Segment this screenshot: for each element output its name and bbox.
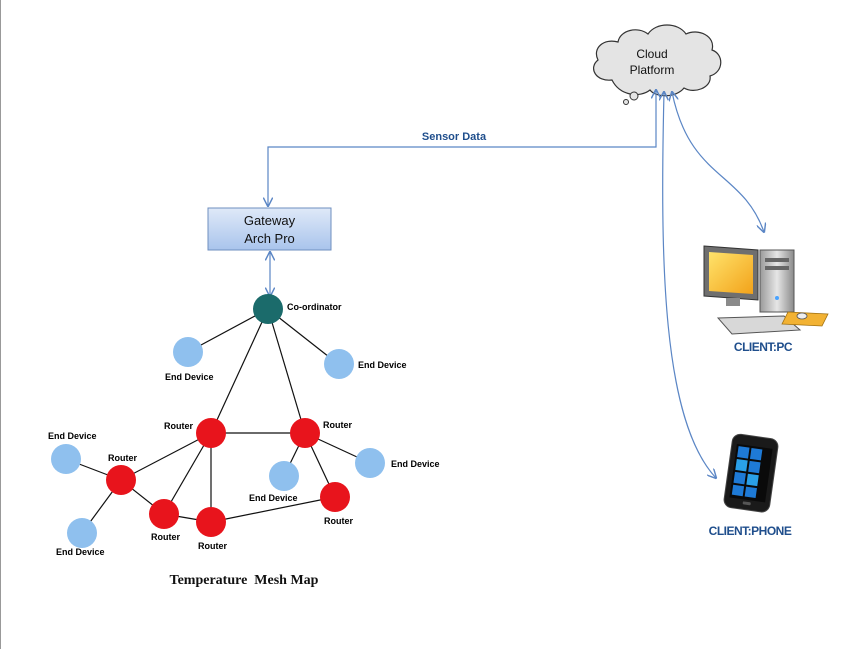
- end-device-label: End Device: [249, 493, 298, 503]
- router-label: Router: [164, 421, 193, 431]
- end-device-label: End Device: [165, 372, 214, 382]
- gateway-box: Gateway Arch Pro: [207, 207, 332, 251]
- pc-client-label: CLIENT:PC: [734, 340, 793, 354]
- mesh-link: [267, 308, 306, 434]
- router-node: [320, 482, 350, 512]
- router-label: Router: [108, 453, 137, 463]
- sensor-data-label: Sensor Data: [422, 131, 487, 143]
- cloud-tail-bubble-small: [623, 99, 629, 105]
- end-device-label: End Device: [358, 360, 407, 370]
- mesh-link: [187, 308, 269, 353]
- mesh-link: [210, 308, 269, 434]
- end-device-label: End Device: [391, 459, 440, 469]
- router-label: Router: [323, 420, 352, 430]
- end-device-node: [355, 448, 385, 478]
- router-node: [196, 507, 226, 537]
- gateway-label-line1: Gateway: [244, 213, 296, 228]
- mesh-link: [163, 432, 212, 515]
- end-device-node: [269, 461, 299, 491]
- end-device-label: End Device: [56, 547, 105, 557]
- end-device-node: [173, 337, 203, 367]
- smartphone-icon: [723, 433, 779, 513]
- coordinator-node: [253, 294, 283, 324]
- phone-client-label: CLIENT:PHONE: [709, 524, 792, 538]
- mesh-link: [210, 496, 336, 523]
- router-label: Router: [151, 532, 180, 542]
- router-node: [149, 499, 179, 529]
- gateway-label-line2: Arch Pro: [244, 231, 295, 246]
- end-device-node: [51, 444, 81, 474]
- mesh-link: [120, 432, 212, 481]
- end-device-label: End Device: [48, 431, 97, 441]
- pc-client: CLIENT:PC: [703, 245, 829, 354]
- sensor-data-connector: Sensor Data: [268, 90, 656, 206]
- mesh-caption: Temperature Mesh Map: [170, 573, 319, 588]
- cloud-label-line1: Cloud: [636, 47, 667, 61]
- router-label: Router: [198, 541, 227, 551]
- router-node: [196, 418, 226, 448]
- router-node: [290, 418, 320, 448]
- router-node: [106, 465, 136, 495]
- cloud-phone-arrow: [663, 92, 716, 478]
- coordinator-label: Co-ordinator: [287, 302, 342, 312]
- cloud-platform: Cloud Platform: [593, 24, 722, 105]
- cloud-pc-arrow: [672, 92, 764, 232]
- desktop-computer-icon: [703, 245, 829, 335]
- end-device-node: [324, 349, 354, 379]
- router-label: Router: [324, 516, 353, 526]
- sensor-data-arrow: [268, 90, 656, 206]
- end-device-node: [67, 518, 97, 548]
- cloud-tail-bubble: [629, 91, 639, 101]
- phone-client: CLIENT:PHONE: [709, 433, 792, 538]
- cloud-label-line2: Platform: [630, 63, 675, 77]
